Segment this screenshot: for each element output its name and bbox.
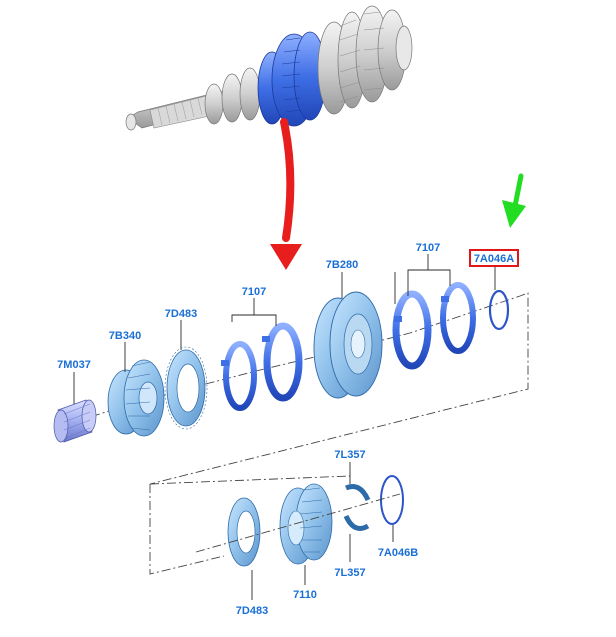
label-sync-ring-left: 7D483 [165,308,197,320]
lower-dashed-outline [149,475,351,575]
label-snap-ring-b: 7A046B [378,547,418,559]
label-blocking-rings-left: 7107 [242,286,266,298]
blocking-rings-part-left [221,322,303,411]
arrow-down-icon [502,173,526,228]
label-needle-bearing: 7M037 [57,359,91,371]
synchronizer-ring-part-bottom [227,497,261,567]
label-snap-ring-bottom: 7L357 [334,567,365,579]
snap-ring-part-highlighted [488,289,510,331]
label-blocking-rings-right: 7107 [416,242,440,254]
blocking-rings-part-right [392,282,476,370]
synchronizer-ring-part-top [164,346,208,430]
label-snap-ring-top: 7L357 [334,449,365,461]
label-gear-top: 7B340 [109,330,141,342]
label-sync-hub: 7B280 [326,259,358,271]
synchronizer-hub-part [313,291,383,399]
leader-lines [73,254,496,600]
highlight-box [469,249,519,267]
gear-part-bottom [279,483,333,565]
label-gear-bottom: 7110 [293,589,317,601]
curved-arrow-down-icon [270,118,302,270]
label-sync-ring-bottom: 7D483 [236,605,268,617]
needle-bearing-part [53,399,97,443]
snap-ring-halves-part [343,484,371,531]
snap-ring-part-bottom [380,475,404,525]
lower-axis-line [195,493,401,553]
label-snap-ring-highlighted: 7A046A [474,253,514,265]
gear-part-top [107,359,165,437]
mainshaft-assembly [125,5,413,131]
